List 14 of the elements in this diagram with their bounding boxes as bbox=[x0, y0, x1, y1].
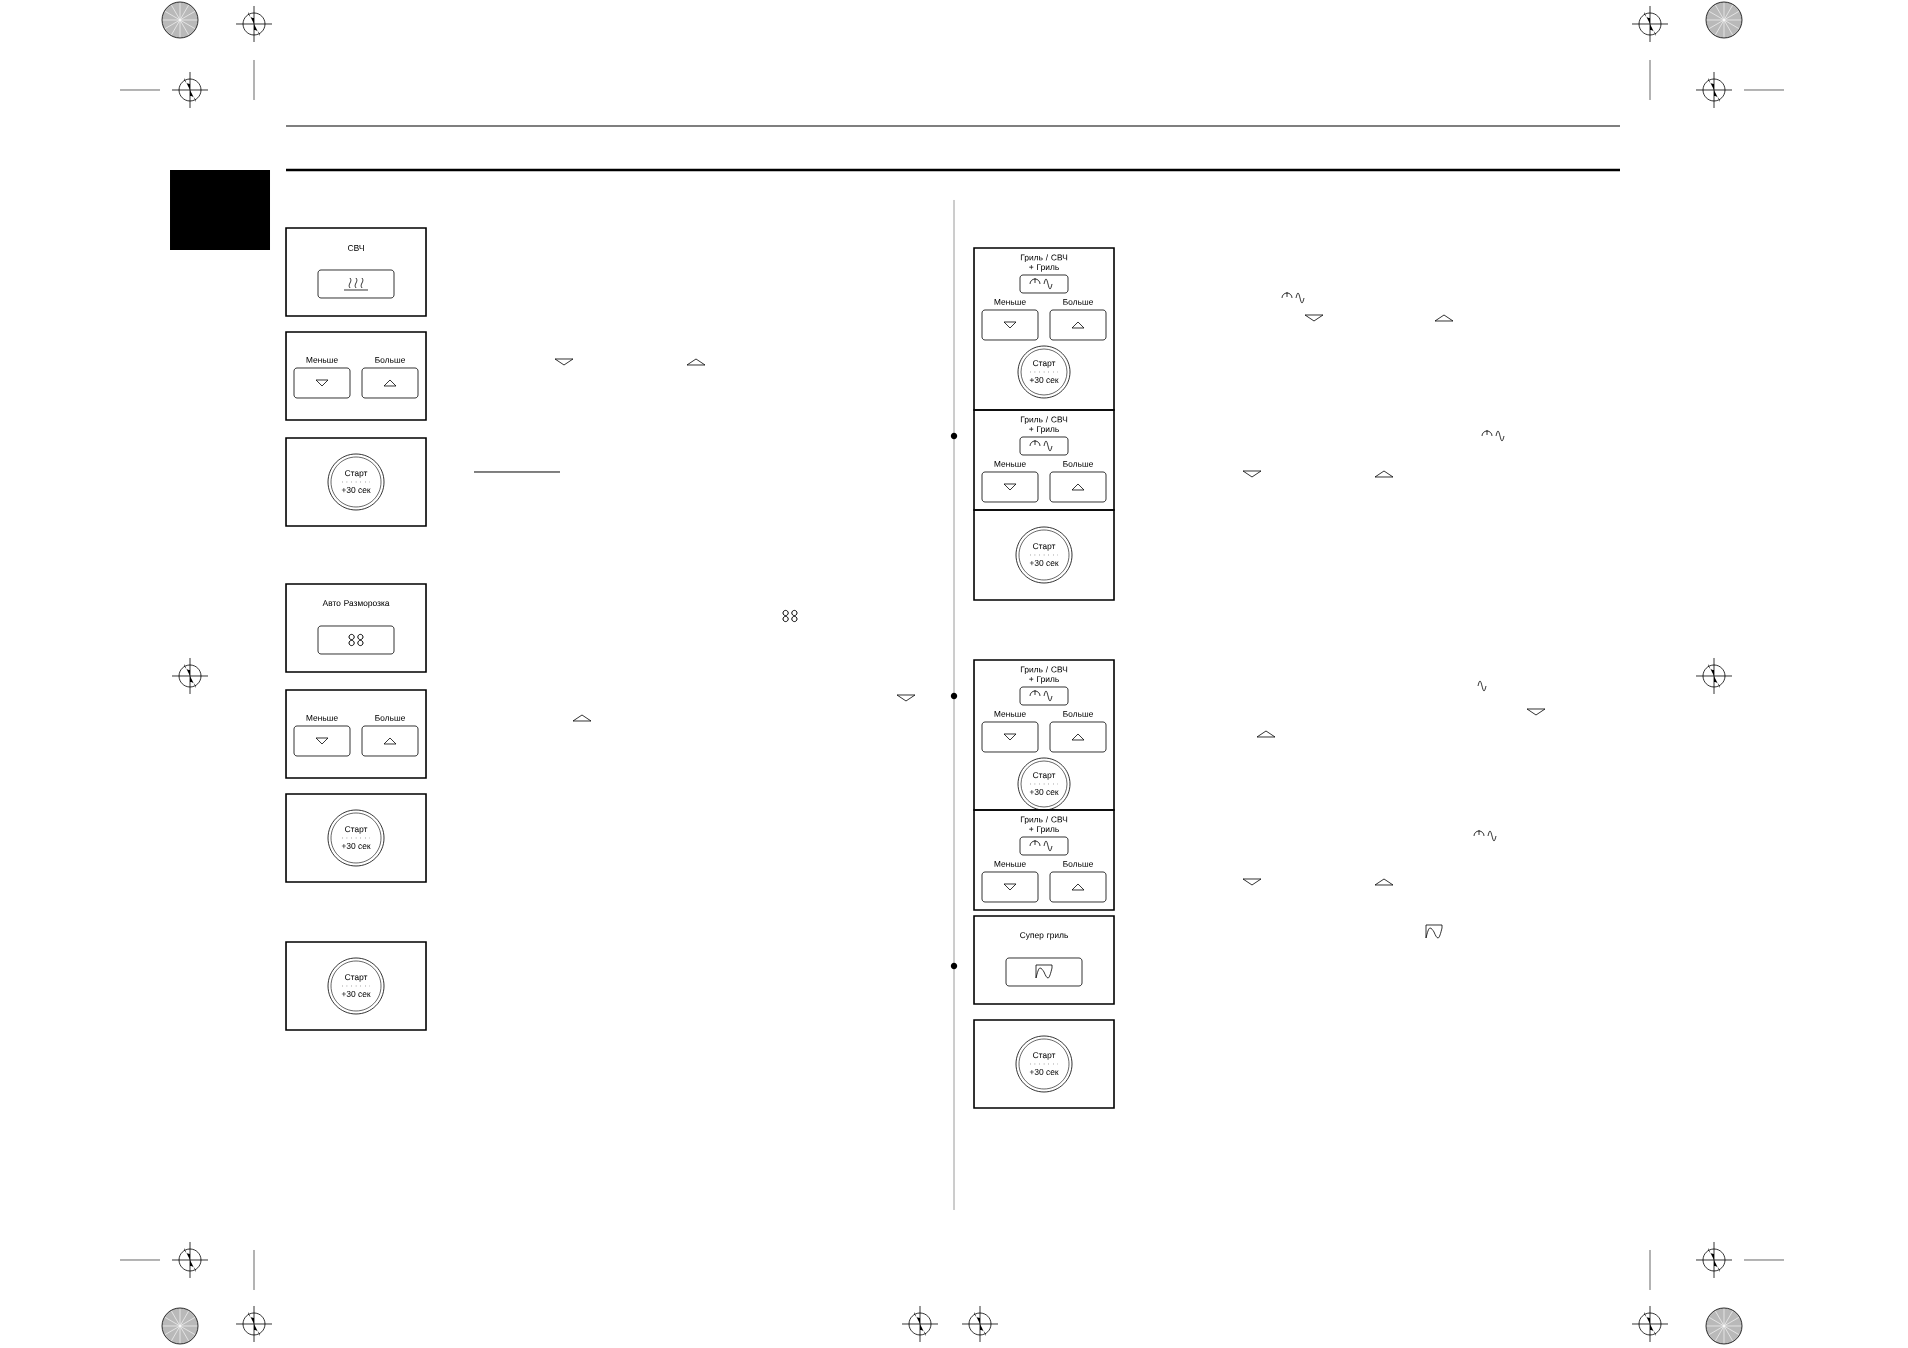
control-panel bbox=[973, 509, 1115, 601]
control-panel bbox=[285, 689, 427, 779]
control-panel bbox=[973, 915, 1115, 1005]
control-panel bbox=[973, 409, 1115, 511]
control-panel bbox=[285, 437, 427, 527]
control-panel bbox=[973, 247, 1115, 411]
control-panel bbox=[285, 583, 427, 673]
control-panel bbox=[285, 227, 427, 317]
control-panel bbox=[285, 941, 427, 1031]
control-panel bbox=[285, 331, 427, 421]
control-panel bbox=[285, 793, 427, 883]
control-panel bbox=[973, 809, 1115, 911]
control-panel bbox=[973, 1019, 1115, 1109]
control-panel bbox=[973, 659, 1115, 811]
